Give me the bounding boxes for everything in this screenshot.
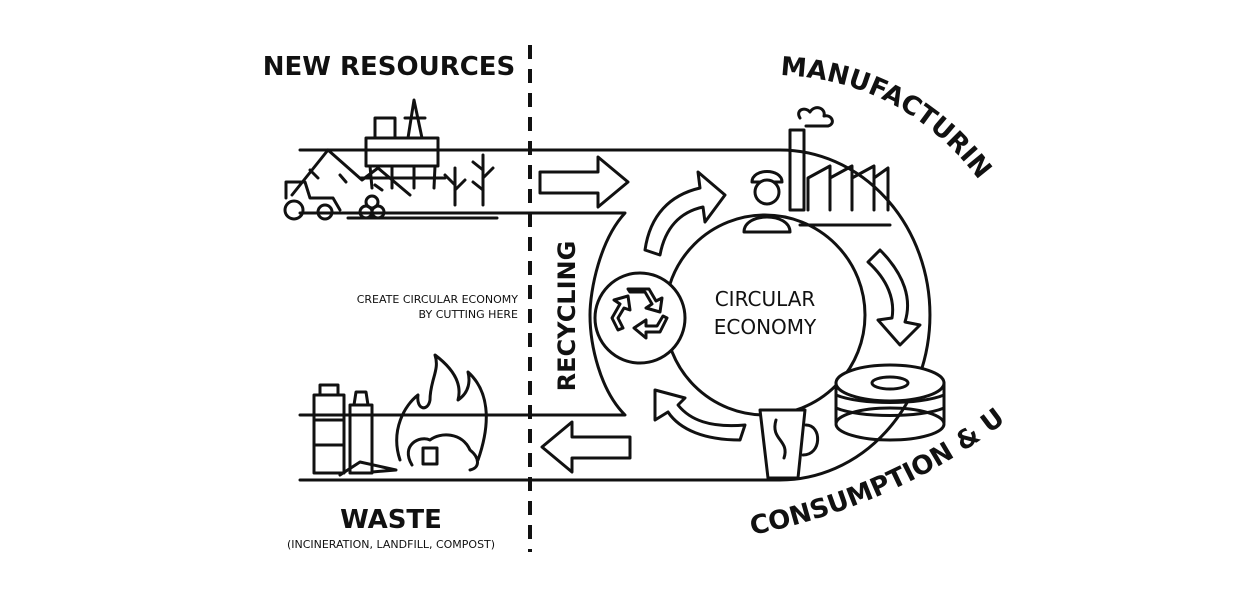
cycle-arrow-right <box>866 248 922 347</box>
cut-note-line1: CREATE CIRCULAR ECONOMY <box>357 293 519 306</box>
arrow-right <box>538 155 630 209</box>
bottles-icon <box>312 383 374 475</box>
center-label-line2: ECONOMY <box>714 315 817 339</box>
plants-icon <box>443 153 495 207</box>
logs-icon <box>358 194 386 220</box>
cut-note-line2: BY CUTTING HERE <box>419 308 518 321</box>
worker-icon <box>742 170 792 234</box>
fire-icon <box>395 353 488 472</box>
recycle-icon <box>593 271 687 365</box>
waste-label: WASTE <box>340 505 442 535</box>
manufacturing-label: MANUFACTURING <box>0 0 997 185</box>
cycle-arrow-top <box>643 170 727 257</box>
cycle-arrow-bottom <box>653 388 747 442</box>
new-resources-label: NEW RESOURCES <box>263 52 516 82</box>
factory-icon <box>788 106 892 227</box>
cable-spool-icon <box>834 363 946 442</box>
arrow-left <box>540 420 632 474</box>
resources-illustration <box>283 98 499 221</box>
center-label-line1: CIRCULAR <box>715 287 816 311</box>
oil-rig-icon <box>358 98 447 190</box>
coffee-cup-icon <box>758 408 820 480</box>
manufacturing-label-text: MANUFACTURING <box>0 0 997 185</box>
waste-illustration <box>303 353 499 482</box>
tractor-icon <box>283 180 342 221</box>
recycling-label: RECYCLING <box>553 241 581 392</box>
loop-band <box>298 148 932 482</box>
waste-sublabel: (INCINERATION, LANDFILL, COMPOST) <box>287 538 495 551</box>
